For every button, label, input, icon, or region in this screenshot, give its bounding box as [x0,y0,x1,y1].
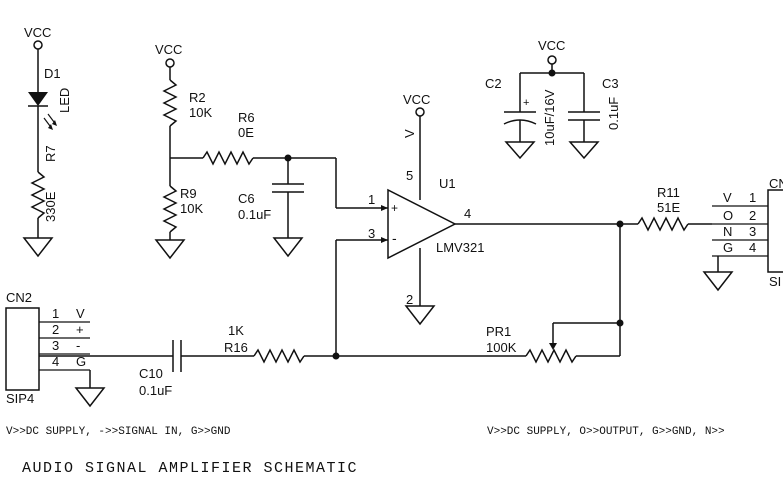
decoupling-caps: VCC + C2 10uF/16V C3 0.1uF [485,38,621,160]
gnd-icon-c3 [568,141,600,160]
cn2-pin-label-3: - [76,338,80,353]
r6-value: 0E [238,125,254,140]
led-symbol [28,92,48,106]
r7-ref: R7 [43,145,58,162]
cn2-pin-label-4: G [76,354,86,369]
vcc-label-divider: VCC [155,42,182,57]
opamp-pin1: 1 [368,192,375,207]
cn2-connector-body [5,307,40,391]
u1-ref: U1 [439,176,456,191]
gnd-icon-output [702,271,734,292]
c3-value: 0.1uF [606,97,621,130]
r11-ref: R11 [657,185,680,200]
u1-part: LMV321 [436,240,484,255]
c6-ref: C6 [238,191,255,206]
pr1-ref: PR1 [486,324,511,339]
opamp-supply-pin-label: V [402,129,417,138]
c10-ref: C10 [139,366,163,381]
bias-divider: VCC R2 10K R9 10K R6 0E C6 0.1uF [154,42,388,260]
gnd-icon-input [74,387,106,408]
opamp-triangle [387,188,457,260]
led-emission-arrows-icon [43,113,57,130]
r9-resistor [162,185,178,233]
vcc-label-opamp: VCC [403,92,430,107]
out-pin-label-2: O [723,208,733,223]
out-pin-label-1: V [723,190,732,205]
c3-ref: C3 [602,76,619,91]
r9-ref: R9 [180,186,197,201]
r2-value: 10K [189,105,212,120]
c2-value: 10uF/16V [542,89,557,146]
cn2-pin-label-1: V [76,306,85,321]
vcc-terminal-opamp [415,107,425,117]
cn2-pin-label-2: + [76,322,84,337]
c10-value: 0.1uF [139,383,172,398]
output-stage: R11 51E CN SI V 1 O 2 N 3 G 4 [637,176,783,292]
output-connector-ref: CN [769,176,783,191]
gnd-icon-led [22,237,54,258]
feedback-network: PR1 100K [332,224,624,364]
opamp-pin4: 4 [464,206,471,221]
r9-value: 10K [180,201,203,216]
output-connector-package: SI [769,274,781,289]
pr1-potentiometer [525,348,577,364]
out-pin-num-4: 4 [749,240,756,255]
out-pin-num-2: 2 [749,208,756,223]
c2-ref: C2 [485,76,502,91]
vcc-label-decoupling: VCC [538,38,565,53]
cn2-ref: CN2 [6,290,32,305]
gnd-icon-divider [154,239,186,260]
out-pin-num-3: 3 [749,224,756,239]
r6-resistor [202,150,254,166]
c6-value: 0.1uF [238,207,271,222]
led-branch: VCC D1 LED R7 330E [22,25,72,258]
opamp-u1: VCC V 5 + - 1 3 4 U1 LMV321 2 [335,92,638,356]
gnd-icon-opamp [404,305,436,326]
c2-polarity: + [523,97,529,109]
out-pin-num-1: 1 [749,190,756,205]
r16-resistor [253,348,305,364]
gnd-icon-c6 [272,237,304,258]
r11-value: 51E [657,200,680,215]
d1-part: LED [57,88,72,113]
opamp-pin2: 2 [406,292,413,307]
vcc-terminal-decoupling [547,55,557,65]
input-stage: CN2 SIP4 1 V 2 + 3 - 4 G C10 0.1uF 1K R1… [5,290,336,408]
vcc-terminal-divider [165,58,175,68]
output-connector-body [767,189,783,273]
pr1-wiper-arrow-icon [549,343,557,350]
opamp-minus-sign: - [392,230,397,246]
schematic-title: AUDIO SIGNAL AMPLIFIER SCHEMATIC [22,460,358,477]
out-pin-label-3: N [723,224,732,239]
opamp-pin3: 3 [368,226,375,241]
r11-resistor [637,216,689,232]
r2-ref: R2 [189,90,206,105]
vcc-label-led: VCC [24,25,51,40]
cn2-pin-num-1: 1 [52,306,59,321]
r6-ref: R6 [238,110,255,125]
d1-ref: D1 [44,66,61,81]
cn2-package: SIP4 [6,391,34,406]
r16-value: 1K [228,323,244,338]
pr1-value: 100K [486,340,517,355]
r2-resistor [162,79,178,127]
r16-ref: R16 [224,340,248,355]
cn2-pin-num-4: 4 [52,354,59,369]
opamp-pin5: 5 [406,168,413,183]
out-pin-label-4: G [723,240,733,255]
r7-resistor [30,171,46,219]
gnd-icon-c2 [504,141,536,160]
input-connector-note: V>>DC SUPPLY, ->>SIGNAL IN, G>>GND [6,426,231,438]
cn2-pin-num-2: 2 [52,322,59,337]
r7-value: 330E [43,191,58,222]
vcc-terminal-led [33,40,43,50]
output-connector-note: V>>DC SUPPLY, O>>OUTPUT, G>>GND, N>> [487,426,725,438]
opamp-plus-sign: + [391,201,398,215]
cn2-pin-num-3: 3 [52,338,59,353]
